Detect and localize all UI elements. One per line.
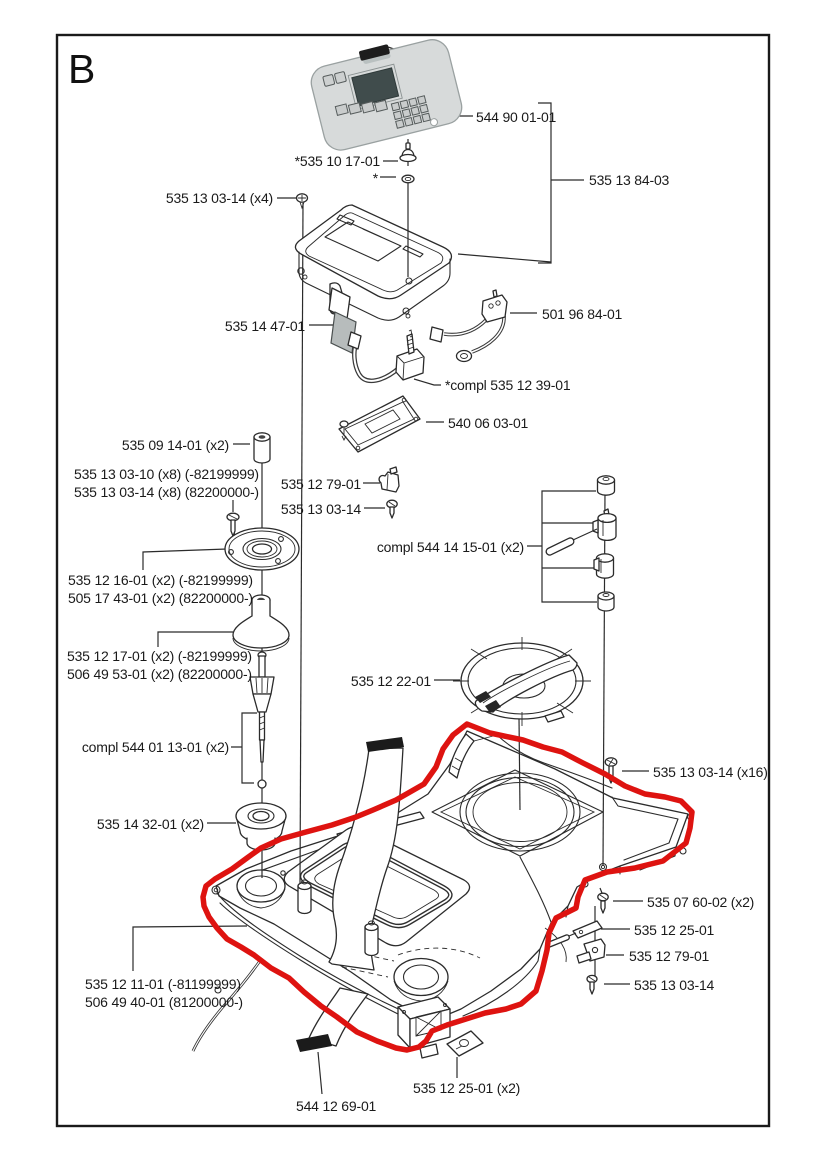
part-label-asterisk: * (373, 170, 379, 186)
part-label-540-06-03-01: 540 06 03-01 (448, 415, 529, 431)
part-label-535-12-25-01-right: 535 12 25-01 (634, 922, 715, 938)
part-label-535-12-16-01: 535 12 16-01 (x2) (-82199999) (68, 572, 253, 588)
part-label-535-12-11-01: 535 12 11-01 (-81199999) (85, 976, 241, 992)
left-parts-column (224, 432, 300, 851)
part-label-535-07-60-02-x2: 535 07 60-02 (x2) (647, 894, 754, 910)
flanged-bushing-drawing (235, 802, 287, 851)
part-label-compl-535-12-39-01: *compl 535 12 39-01 (445, 377, 571, 393)
part-label-535-13-03-10-x8: 535 13 03-10 (x8) (-82199999) (74, 466, 259, 482)
lid-drawing (453, 637, 591, 726)
keypad-overlay-drawing (295, 39, 463, 210)
red-highlight-outline (200, 721, 695, 1053)
part-label-535-13-84-03: 535 13 84-03 (589, 172, 670, 188)
part-label-535-14-47-01: 535 14 47-01 (225, 318, 306, 334)
sensor-cable-drawing (429, 289, 508, 363)
part-label-544-12-69-01: 544 12 69-01 (296, 1098, 377, 1114)
wheel-pin-kit-drawing (545, 475, 617, 612)
part-label-544-90-01-01: 544 90 01-01 (476, 109, 557, 125)
flange-ring-drawing (224, 527, 300, 571)
husqvarna-logo (363, 53, 391, 64)
part-label-compl-544-01-13-01: compl 544 01 13-01 (x2) (82, 739, 229, 755)
screw-x8-drawing (226, 512, 240, 537)
section-letter: B (68, 46, 95, 92)
part-label-506-49-53-01: 506 49 53-01 (x2) (82200000-) (67, 666, 252, 682)
part-label-535-12-17-01: 535 12 17-01 (x2) (-82199999) (67, 648, 252, 664)
circuit-plate-drawing (338, 395, 421, 453)
lcd-display (351, 67, 400, 107)
part-label-compl-544-14-15-01: compl 544 14 15-01 (x2) (377, 539, 524, 555)
part-label-535-09-14-01-x2: 535 09 14-01 (x2) (122, 437, 229, 453)
cover-screw-hole (405, 277, 413, 285)
screw-x4-drawing (295, 193, 309, 210)
bushing-tube-drawing (232, 594, 290, 652)
stud-part-drawing (399, 142, 417, 163)
part-label-535-14-32-01-x2: 535 14 32-01 (x2) (97, 816, 204, 832)
chassis-posts (297, 879, 379, 957)
part-label-535-13-03-14-x8: 535 13 03-14 (x8) (82200000-) (74, 484, 259, 500)
part-label-501-96-84-01: 501 96 84-01 (542, 306, 623, 322)
keypad-key (334, 71, 347, 84)
part-label-535-12-25-01-x2: 535 12 25-01 (x2) (413, 1080, 520, 1096)
bottom-right-chain (546, 892, 609, 995)
clip-upper-drawing (378, 466, 400, 493)
spacer-cylinder-drawing (253, 432, 271, 464)
part-label-506-49-40-01: 506 49 40-01 (81200000-) (85, 994, 243, 1010)
part-label-535-13-03-14-x4: 535 13 03-14 (x4) (166, 190, 273, 206)
part-label-535-12-79-01-upper: 535 12 79-01 (281, 476, 362, 492)
id-plate-drawing (446, 1030, 484, 1057)
part-label-535-12-22-01: 535 12 22-01 (351, 673, 432, 689)
keypad-key (322, 74, 336, 87)
part-labels: 544 90 01-01 *535 10 17-01 * 535 13 03-1… (67, 109, 768, 1114)
part-label-535-12-79-01-lower: 535 12 79-01 (629, 948, 710, 964)
screw-upper-drawing (386, 499, 398, 519)
pin-assembly-drawing (249, 651, 275, 789)
numeric-keypad (390, 95, 431, 129)
part-label-535-13-03-14-upper: 535 13 03-14 (281, 501, 362, 517)
part-label-535-13-03-14-x16: 535 13 03-14 (x16) (653, 764, 768, 780)
part-label-505-17-43-01: 505 17 43-01 (x2) (82200000-) (68, 590, 253, 606)
part-label-535-13-03-14-lower: 535 13 03-14 (634, 977, 715, 993)
part-label-535-10-17-01: *535 10 17-01 (295, 153, 381, 169)
contact-cable-drawing (347, 329, 425, 384)
ribbon-connector (359, 44, 390, 61)
washer-part-drawing (401, 174, 415, 184)
function-keys (334, 99, 389, 116)
